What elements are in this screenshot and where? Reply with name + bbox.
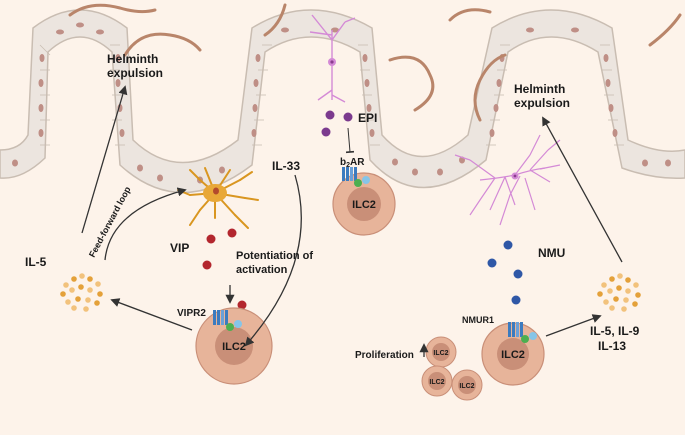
vip-label: VIP	[170, 241, 189, 255]
potentiation-label-line2: activation	[236, 264, 288, 276]
ilc2-label-small-3: ILC2	[459, 383, 474, 390]
ilc2-cell-icon	[195, 307, 273, 385]
ilc2-label-left: ILC2	[222, 341, 246, 353]
ilc2-cell-icon	[332, 172, 396, 236]
b2ar-label: b2AR	[340, 157, 365, 169]
nmur1-label: NMUR1	[462, 315, 494, 325]
il33-label: IL-33	[272, 159, 300, 173]
helminth-label-left-line2: expulsion	[107, 66, 163, 80]
epi-label: EPI	[358, 111, 377, 125]
receptor-icon	[342, 167, 370, 187]
receptor-icon	[213, 310, 242, 331]
ilc2-label-top: ILC2	[352, 199, 376, 211]
potentiation-label-line1: Potentiation of	[236, 250, 313, 262]
ilc2-cell-icon	[421, 365, 453, 397]
arrows	[81, 85, 623, 357]
feed-forward-label: Feed-forward loop	[87, 184, 133, 258]
receptor-icon	[508, 322, 537, 343]
cytokines-right-label-line2: IL-13	[598, 339, 626, 353]
nmu-label: NMU	[538, 246, 565, 260]
epi-dots	[321, 110, 353, 137]
cytokines-right-label-line1: IL-5, IL-9	[590, 324, 640, 338]
helminth-worm-icon	[68, 3, 682, 122]
helminth-label-right-line2: expulsion	[514, 96, 570, 110]
neuron-icon	[454, 134, 561, 226]
vipr2-label: VIPR2	[177, 308, 206, 319]
ilc2-label-small-2: ILC2	[429, 379, 444, 386]
ilc2-cell-icon	[451, 369, 483, 401]
cytokine-cluster-right	[597, 273, 641, 312]
ilc2-label-right: ILC2	[501, 349, 525, 361]
cytokine-cluster-left	[60, 273, 103, 312]
helminth-label-left-line1: Helminth	[107, 52, 158, 66]
nmu-dots	[487, 240, 523, 305]
il5-label: IL-5	[25, 255, 47, 269]
proliferation-label: Proliferation	[355, 350, 414, 361]
helminth-label-right-line1: Helminth	[514, 82, 565, 96]
ilc2-label-small-1: ILC2	[433, 350, 448, 357]
vip-dots	[202, 228, 247, 310]
neuron-icon	[309, 14, 356, 103]
